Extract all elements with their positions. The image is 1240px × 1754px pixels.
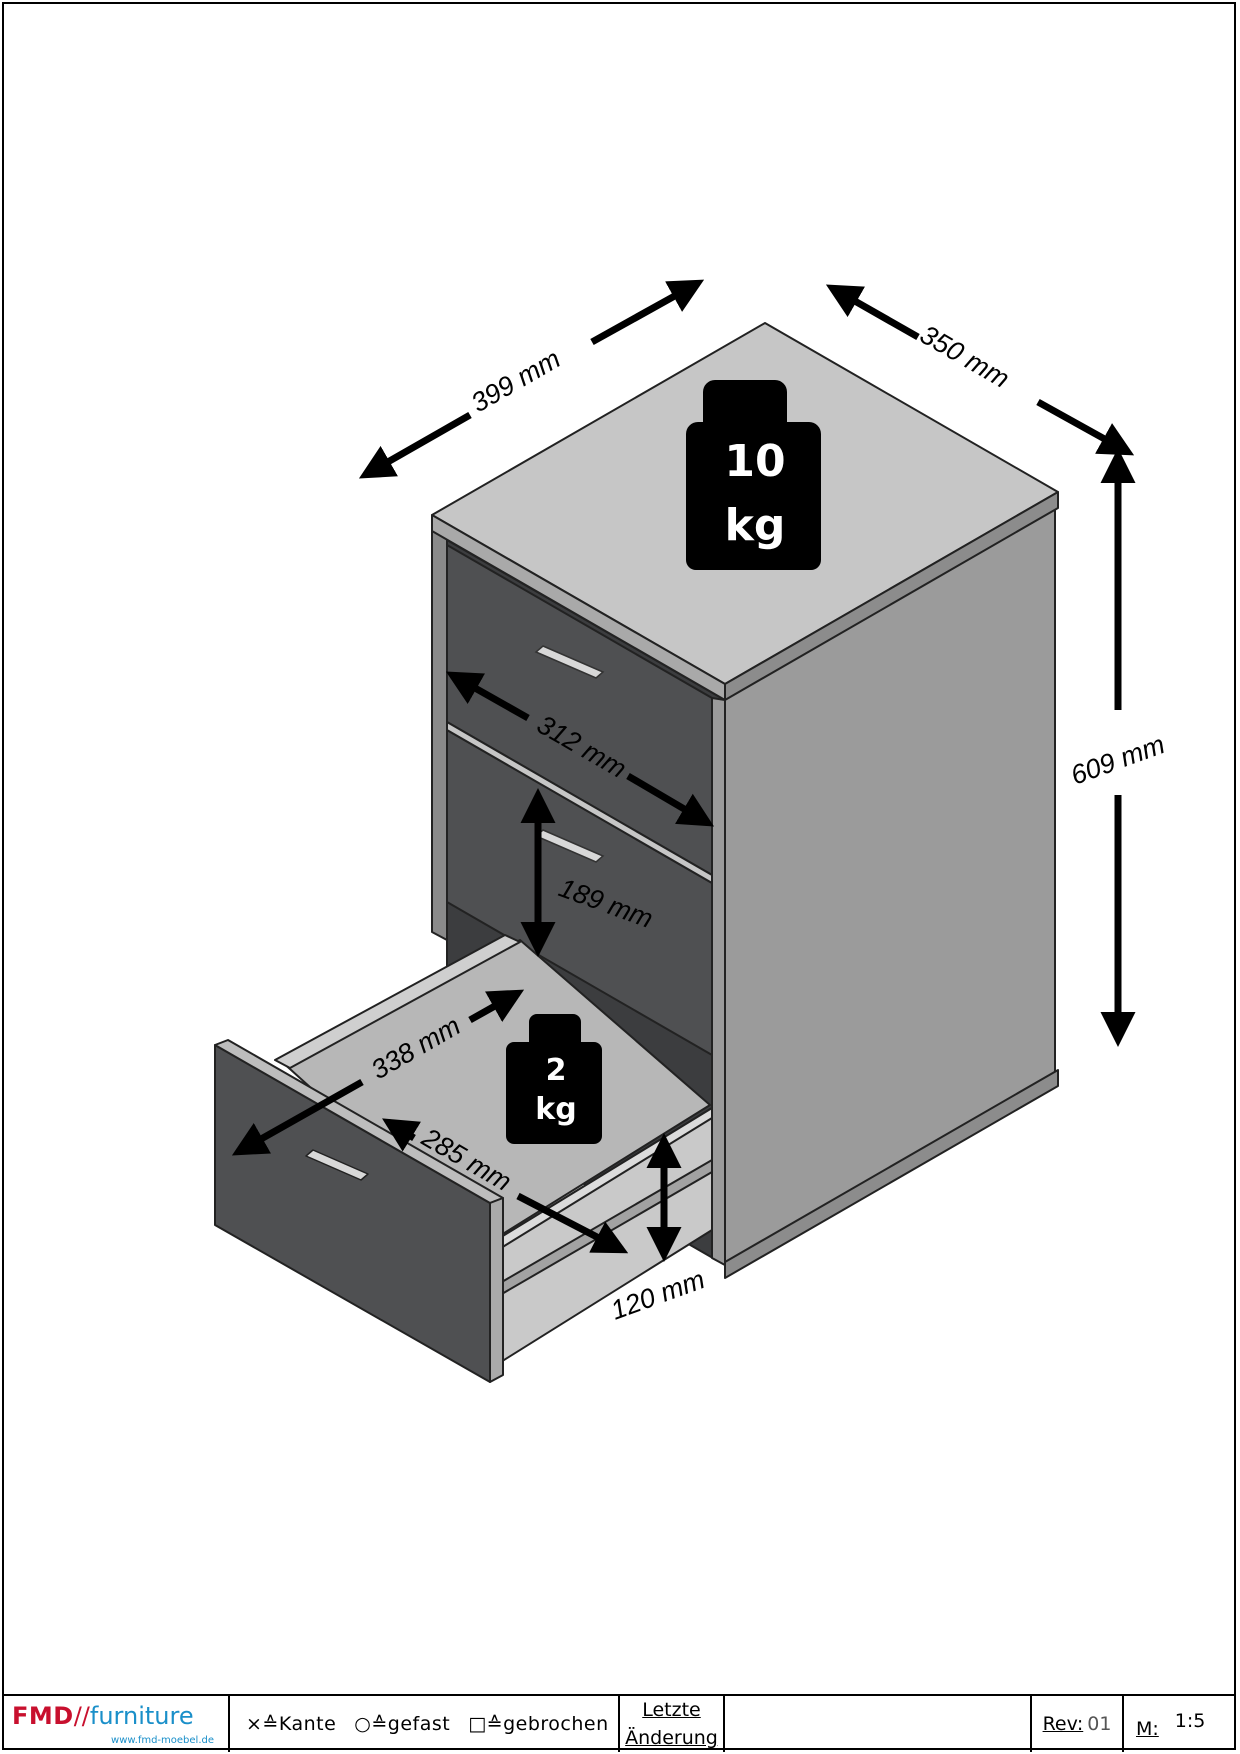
top-weight-value: 10 [724, 436, 785, 487]
weight-icon-2kg: 2 kg [506, 1014, 602, 1144]
inner-depth-arrow-b [468, 989, 525, 1024]
brand-url: www.fmd-moebel.de [111, 1735, 214, 1746]
rev-label: Rev: [1042, 1713, 1084, 1735]
width-arrow-a [358, 411, 472, 479]
open-drawer-handle [305, 1149, 369, 1181]
inner-width-arrow-b [516, 1192, 629, 1254]
cabinet-base-edge [724, 1069, 1059, 1279]
dimension-arrows [231, 279, 1136, 1262]
edge-kante: ×≙Kante [246, 1713, 337, 1735]
depth-arrow-b [1036, 398, 1135, 456]
last-change-label: Letzte Änderung [620, 1696, 725, 1752]
top-weight-unit: kg [725, 500, 786, 551]
brand-furniture: furniture [89, 1702, 194, 1730]
top-drawer-handle [534, 645, 605, 679]
drawer-back-wall [274, 934, 521, 1069]
brand-logo: FMD//furniture www.fmd-moebel.de [2, 1696, 230, 1752]
height-label: 609 mm [1067, 729, 1169, 791]
depth-label: 350 mm [915, 319, 1014, 394]
revision: Rev: 01 [1032, 1696, 1124, 1752]
drawer-width-arrow-b [626, 772, 715, 827]
rev-value: 01 [1087, 1713, 1112, 1735]
cabinet-front-side-strip [711, 697, 726, 1266]
cabinet-top-side-edge [724, 491, 1059, 701]
inner-width-arrow-a [382, 1118, 422, 1152]
drawer-weight-unit: kg [535, 1092, 576, 1127]
scale-label: M: [1136, 1718, 1159, 1740]
title-block: FMD//furniture www.fmd-moebel.de ×≙Kante… [2, 1694, 1236, 1752]
weight-icon-10kg: 10 kg [686, 380, 821, 570]
cabinet [431, 322, 1059, 1279]
last-change-value [725, 1696, 1032, 1752]
drawer-front-side-edge [489, 1197, 504, 1383]
scale: M: 1:5 [1124, 1696, 1236, 1752]
last-change-line2: Änderung [625, 1727, 718, 1749]
drawer-width-arrow-a [445, 671, 530, 722]
scale-value: 1:5 [1174, 1710, 1206, 1732]
drawer-weight-value: 2 [546, 1053, 567, 1088]
edge-gebrochen: □≙gebrochen [468, 1713, 609, 1735]
brand-fmd: FMD [12, 1702, 74, 1730]
last-change-line1: Letzte [642, 1699, 701, 1721]
width-arrow-b [590, 279, 705, 346]
edge-gefast: ○≙gefast [354, 1713, 451, 1735]
brand-slash: // [73, 1702, 90, 1730]
cabinet-left-edge [431, 529, 448, 941]
depth-arrow-a [825, 284, 920, 341]
inner-depth-arrow-a [231, 1078, 364, 1156]
width-label: 399 mm [466, 343, 565, 418]
edge-legend: ×≙Kante ○≙gefast □≙gebrochen [230, 1696, 620, 1752]
technical-drawing: 10 kg 2 kg 399 mm 350 mm 609 mm 312 mm 1… [214, 279, 1169, 1383]
